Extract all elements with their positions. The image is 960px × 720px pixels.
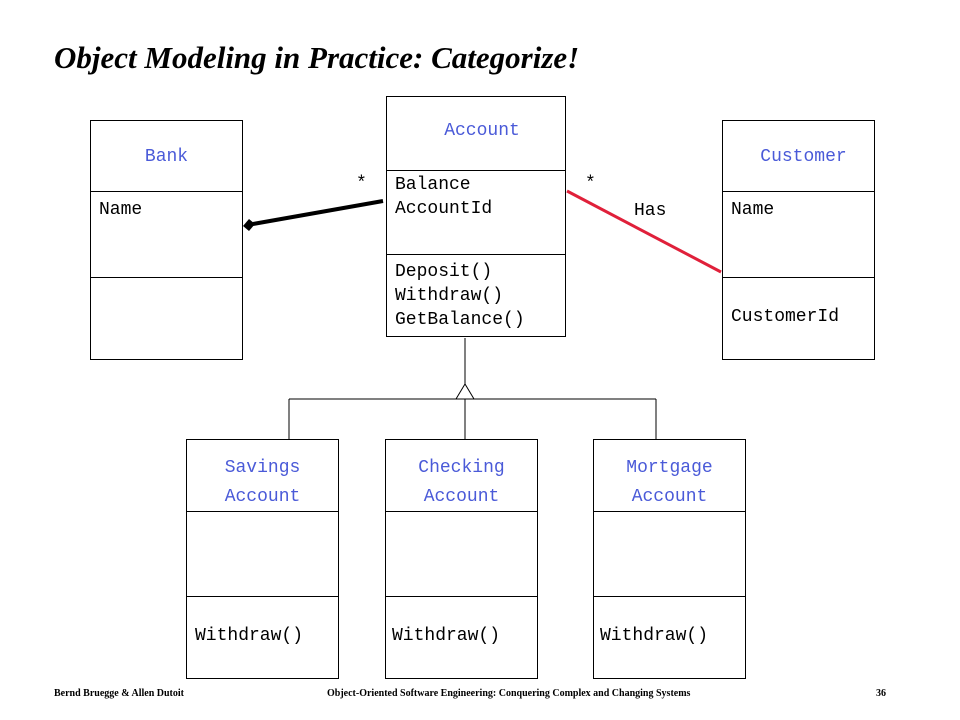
attribute: Name — [731, 200, 775, 220]
attribute: Name — [99, 200, 143, 220]
operation: Withdraw() — [395, 286, 504, 306]
class-account[interactable]: Account Balance AccountId Deposit() With… — [386, 96, 566, 337]
attribute: AccountId — [395, 199, 493, 219]
class-savings-account[interactable]: Savings Account Withdraw() — [186, 439, 339, 679]
operation: CustomerId — [731, 307, 840, 327]
footer-book-title: Object-Oriented Software Engineering: Co… — [327, 688, 691, 699]
aggregation-diamond — [243, 219, 255, 231]
class-name-line: Savings — [224, 458, 301, 478]
account-customer-association — [566, 189, 722, 274]
operation: Withdraw() — [392, 626, 501, 646]
class-name-line: Account — [224, 487, 301, 507]
class-name-line: Checking — [418, 458, 505, 478]
operations-checking-account: Withdraw() — [386, 596, 537, 678]
operations-account: Deposit() Withdraw() GetBalance() — [387, 254, 565, 336]
class-name-customer: Customer — [760, 147, 847, 167]
class-name-savings-account: Savings Account — [187, 454, 338, 512]
attributes-mortgage-account — [594, 511, 745, 596]
slide-title: Object Modeling in Practice: Categorize! — [54, 40, 580, 75]
attributes-checking-account — [386, 511, 537, 596]
operations-mortgage-account: Withdraw() — [594, 596, 745, 678]
association-label-has: Has — [634, 201, 667, 221]
class-mortgage-account[interactable]: Mortgage Account Withdraw() — [593, 439, 746, 679]
multiplicity-bank-account: * — [356, 174, 367, 194]
operation: Withdraw() — [195, 626, 304, 646]
class-name-account: Account — [444, 121, 520, 141]
class-checking-account[interactable]: Checking Account Withdraw() — [385, 439, 538, 679]
bank-account-association — [252, 199, 384, 226]
attributes-bank: Name — [91, 191, 242, 277]
operations-savings-account: Withdraw() — [187, 596, 338, 678]
generalization-triangle — [455, 383, 475, 400]
attributes-account: Balance AccountId — [387, 170, 565, 254]
attribute: Balance — [395, 175, 471, 195]
class-name-bank: Bank — [144, 147, 189, 167]
multiplicity-account-customer: * — [585, 174, 596, 194]
class-name-line: Mortgage — [626, 458, 713, 478]
operation: GetBalance() — [395, 310, 525, 330]
operation: Deposit() — [395, 262, 493, 282]
class-name-checking-account: Checking Account — [386, 454, 537, 512]
class-customer[interactable]: Customer Name CustomerId — [722, 120, 875, 360]
class-name-line: Account — [423, 487, 500, 507]
class-name-mortgage-account: Mortgage Account — [594, 454, 745, 512]
operation: Withdraw() — [600, 626, 709, 646]
class-bank[interactable]: Bank Name — [90, 120, 243, 360]
operations-bank — [91, 277, 242, 359]
attributes-savings-account — [187, 511, 338, 596]
footer-authors: Bernd Bruegge & Allen Dutoit — [54, 688, 184, 699]
operations-customer: CustomerId — [723, 277, 874, 359]
footer-page-number: 36 — [876, 688, 886, 699]
attributes-customer: Name — [723, 191, 874, 277]
class-name-line: Account — [631, 487, 708, 507]
